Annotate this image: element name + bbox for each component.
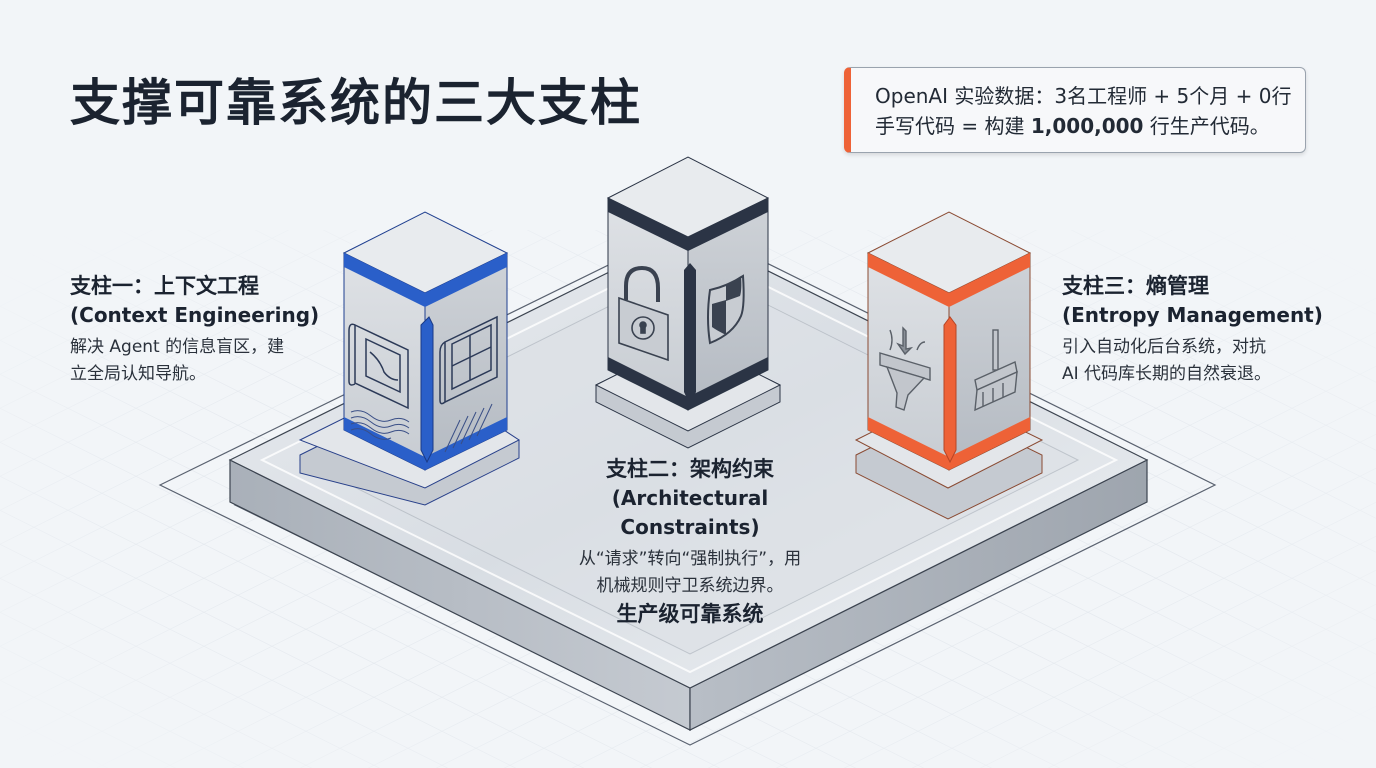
callout-line-1: OpenAI 实验数据：3名工程师 + 5个月 + 0行 <box>875 84 1292 108</box>
openai-stat-callout: OpenAI 实验数据：3名工程师 + 5个月 + 0行 手写代码 = 构建 1… <box>844 67 1306 153</box>
pillar-3-description: 引入自动化后台系统，对抗 AI 代码库长期的自然衰退。 <box>1062 337 1272 384</box>
pillar-entropy-management <box>854 211 1044 520</box>
pillar-3-title: 支柱三：熵管理 <box>1062 274 1209 298</box>
pillar-2-title: 支柱二：架构约束 <box>606 457 774 481</box>
pillar-architectural-constraints <box>594 156 782 449</box>
page-title: 支撑可靠系统的三大支柱 <box>70 74 642 132</box>
blueprint-map-icon <box>348 323 409 410</box>
platform-label: 生产级可靠系统 <box>616 602 764 626</box>
pillar-1-description: 解决 Agent 的信息盲区，建 立全局认知导航。 <box>70 337 285 384</box>
callout-line-2: 手写代码 = 构建 1,000,000 行生产代码。 <box>875 114 1270 138</box>
pillar-context-engineering <box>298 211 520 506</box>
pillar-2-description: 从“请求”转向“强制执行”，用 机械规则守卫系统边界。 <box>578 549 802 596</box>
hatch-pattern <box>444 403 493 453</box>
broom-icon <box>974 329 1018 412</box>
pillar-3-label: 支柱三：熵管理 (Entropy Management) 引入自动化后台系统，对… <box>1062 272 1342 388</box>
lines-of-code-count: 1,000,000 <box>1030 114 1144 138</box>
pillar-3-subtitle: (Entropy Management) <box>1062 303 1323 327</box>
pillar-1-label: 支柱一：上下文工程 (Context Engineering) 解决 Agent… <box>70 272 330 388</box>
pillar-2-label: 支柱二：架构约束 (Architectural Constraints) 从“请… <box>540 455 840 600</box>
pillar-2-subtitle: (Architectural Constraints) <box>611 486 769 539</box>
filter-funnel-icon <box>879 326 931 411</box>
pillar-1-subtitle: (Context Engineering) <box>70 303 320 327</box>
padlock-icon <box>618 265 669 362</box>
pillar-1-title: 支柱一：上下文工程 <box>70 274 259 298</box>
topo-pattern <box>350 410 410 440</box>
shield-icon <box>707 274 745 345</box>
floor-plan-icon <box>439 315 498 405</box>
